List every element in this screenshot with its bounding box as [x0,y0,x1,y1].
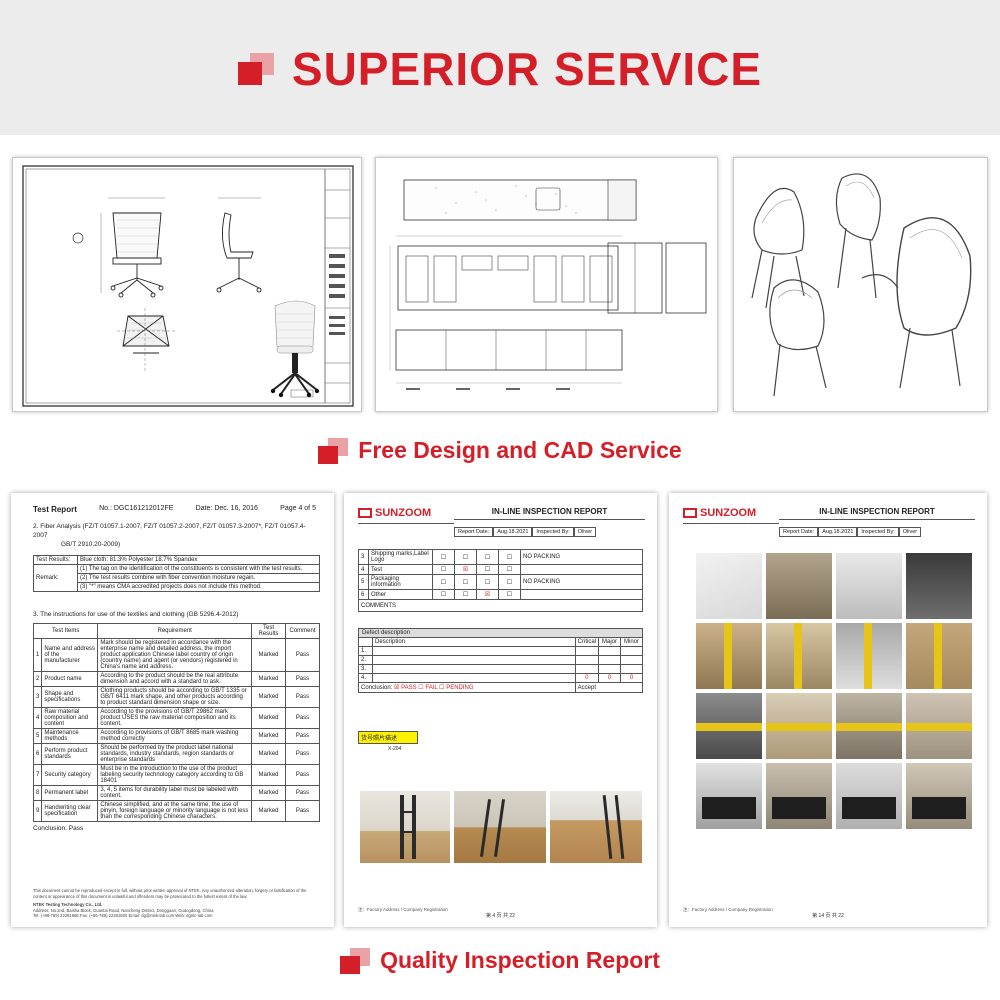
tape-measure [836,723,902,731]
report-number: No.: DGC161212012FE [99,505,174,512]
shelf-photo-1 [360,791,450,863]
shelf-board [772,797,826,819]
test-report-page: Test Report No.: DGC161212012FE Date: De… [11,493,334,927]
sunzoom-logo: SUNZOOM [358,507,454,524]
cad-chair-drawing [12,157,362,412]
inspection-photo [766,693,832,759]
inspection-meta: Report Date: Aug.18.2021 Inspected By: O… [454,527,645,537]
header-banner: SUPERIOR SERVICE [0,0,1000,135]
tape-measure [696,723,762,731]
checklist-table: 3 Shipping marks,Label Logo ☐☐☐☐ NO PACK… [358,549,643,612]
tape-measure [906,723,972,731]
inspection-photo [836,623,902,689]
sunzoom-logo: SUNZOOM [683,507,779,524]
inspection-photo [696,763,762,829]
fiber-results-table: Test Results: Blue cloth: 81.3% Polyeste… [33,555,320,592]
inspection-photo [906,623,972,689]
inspection-photo-grid [696,553,972,831]
inspection-photo [696,553,762,619]
inspection-photo [766,763,832,829]
red-squares-icon [237,52,274,85]
shelf-photo-3 [550,791,642,863]
test-report-footer: This document cannot be reproduced excep… [33,888,307,919]
inspection-report-page-2: SUNZOOM IN-LINE INSPECTION REPORT Report… [669,493,987,927]
tape-measure [934,623,942,689]
inspection-footer: 注：Factory Address / Company Registration… [683,907,844,919]
inspection-photo [766,553,832,619]
tape-measure [766,723,832,731]
inspection-footer: 注：Factory Address / Company Registration… [358,907,515,919]
inspection-report-page-1: SUNZOOM IN-LINE INSPECTION REPORT Report… [344,493,657,927]
fiber-analysis-title: 2. Fiber Analysis (FZ/T 01057.1-2007, FZ… [33,523,306,548]
defect-table: Defect description Description Critical … [358,628,644,693]
inspection-photo [906,553,972,619]
conclusion: Conclusion: Pass [33,825,84,832]
inspection-header: SUNZOOM IN-LINE INSPECTION REPORT [358,507,645,524]
inspection-photo [836,763,902,829]
page-title: SUPERIOR SERVICE [0,38,1000,96]
instructions-table: Test Items Requirement Test Results Comm… [32,623,320,822]
inspection-photo [836,553,902,619]
shelf-photo-2 [454,791,546,863]
report-date: Date: Dec. 16, 2016 [195,505,258,512]
photo-section: 货号照片描述 X-204 [358,731,643,752]
photo-section-label: 货号照片描述 [358,731,418,744]
cad-cabinet-drawing [375,157,718,412]
inspection-header: SUNZOOM IN-LINE INSPECTION REPORT [683,507,975,524]
shelf-board [842,797,896,819]
red-squares-icon [318,437,349,464]
inspection-photo [696,623,762,689]
tape-measure [794,623,802,689]
inspection-photo [906,763,972,829]
instructions-title: 3. The instructions for use of the texti… [33,611,239,618]
inspection-title: IN-LINE INSPECTION REPORT [454,507,645,520]
shelf-board [912,797,966,819]
test-report-title: Test Report [33,505,77,514]
inspection-photo [766,623,832,689]
chair-sketch [733,157,988,412]
inspection-photo [836,693,902,759]
page-number: Page 4 of 5 [280,505,316,512]
inspection-title: IN-LINE INSPECTION REPORT [779,507,975,520]
red-squares-icon [340,947,371,974]
tape-measure [724,623,732,689]
quality-caption: Quality Inspection Report [0,946,1000,974]
tape-measure [864,623,872,689]
inspection-photo [696,693,762,759]
shelf-board [702,797,756,819]
design-caption: Free Design and CAD Service [0,436,1000,464]
inspection-meta: Report Date: Aug.18.2021 Inspected By: O… [779,527,975,537]
test-report-header: Test Report No.: DGC161212012FE Date: De… [33,505,316,514]
inspection-photo [906,693,972,759]
